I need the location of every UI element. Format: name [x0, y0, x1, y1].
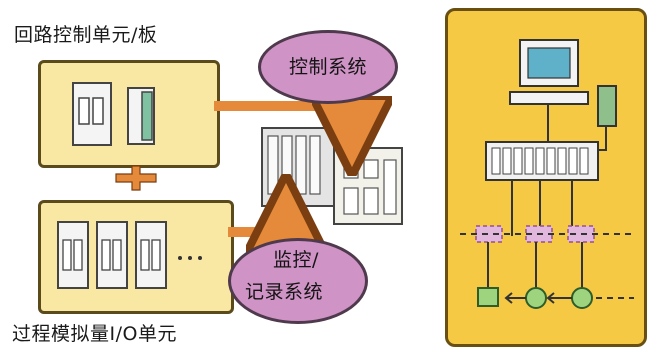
more-modules-ellipsis	[178, 256, 202, 260]
monitor-record-system-bubble: 监控/ 记录系统	[228, 238, 368, 324]
io-to-controller-arrow	[228, 214, 286, 232]
analog-io-unit-label: 过程模拟量I/O单元	[12, 323, 177, 345]
loop-control-board-icon	[127, 87, 155, 145]
control-system-label: 控制系统	[288, 56, 367, 78]
loop-control-module-icon	[72, 82, 112, 146]
analog-io-module-icon-2	[96, 221, 128, 289]
loop-control-unit-label: 回路控制单元/板	[14, 24, 158, 46]
field-device-nodes	[477, 287, 593, 309]
monitor-label-line1: 监控/	[273, 249, 319, 271]
analog-io-module-icon-1	[57, 221, 89, 289]
plus-connector-icon	[115, 165, 157, 191]
control-system-bubble: 控制系统	[258, 30, 398, 104]
loop-to-controller-arrow	[214, 106, 352, 136]
peripheral-device-icon	[597, 85, 617, 127]
analog-io-module-icon-3	[135, 221, 167, 289]
monitor-label-line2: 记录系统	[245, 281, 324, 303]
controller-rack-icon	[261, 127, 403, 225]
network-rack-icon	[485, 141, 599, 181]
operator-workstation-icon	[509, 39, 589, 105]
